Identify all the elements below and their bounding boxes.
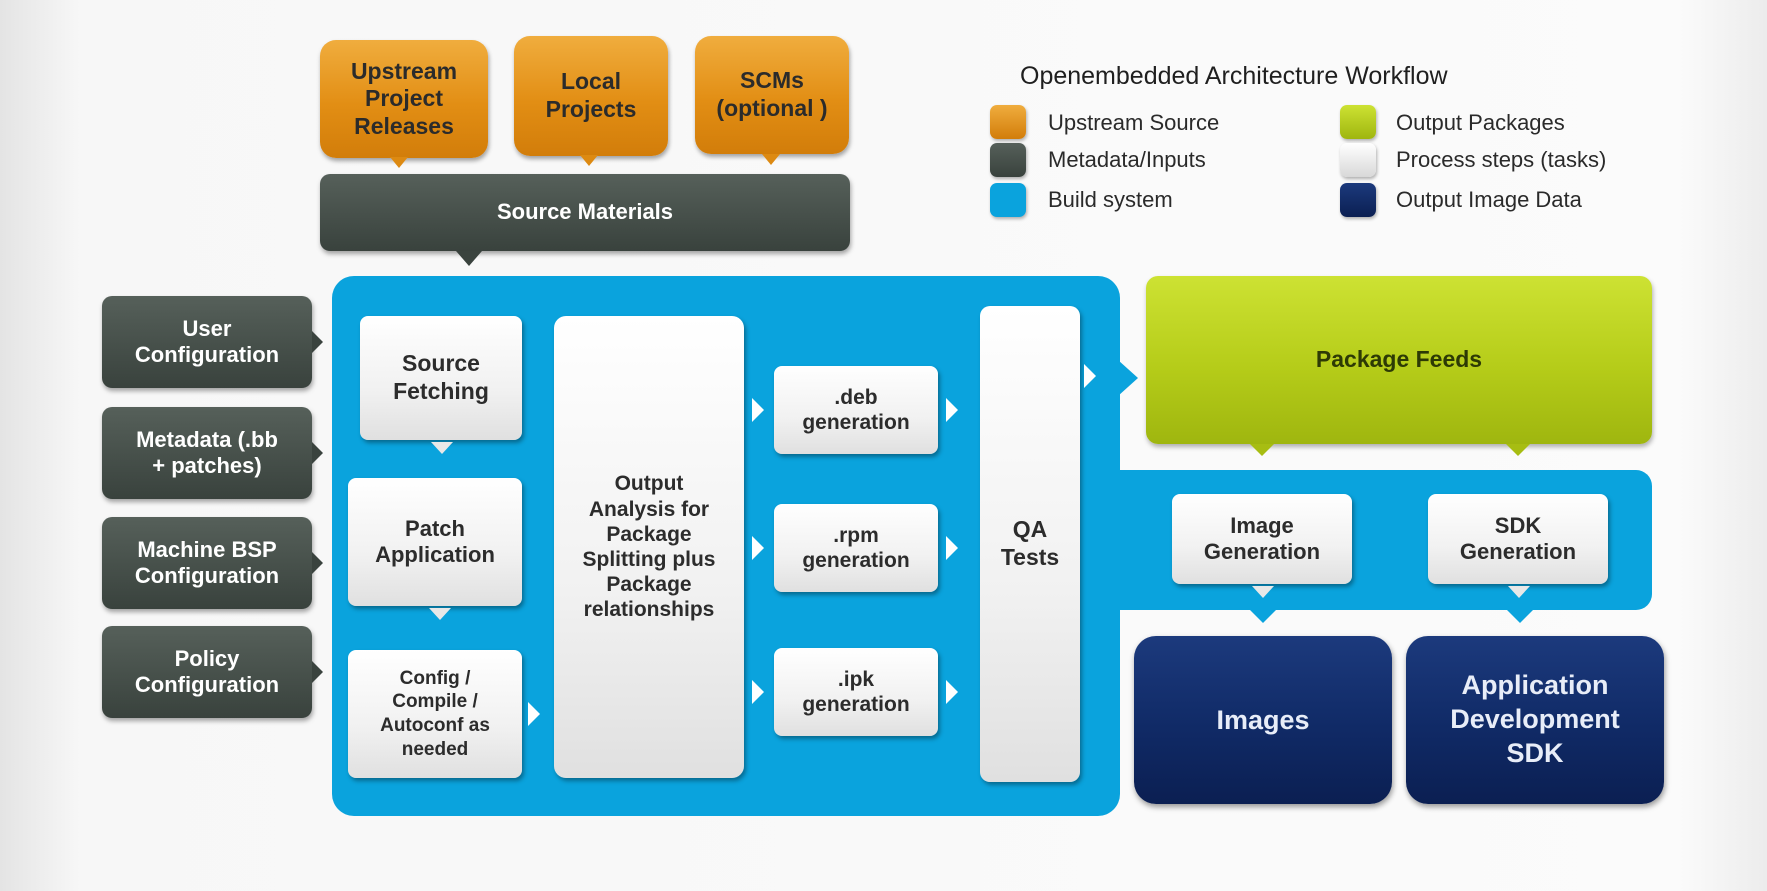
output-images: Images [1134, 636, 1392, 804]
arrow-band-to-images [1250, 610, 1276, 623]
legend-swatch-output-packages [1340, 105, 1376, 139]
arrow-local-down [580, 155, 598, 166]
legend-swatch-build-system [990, 183, 1026, 217]
source-scms-optional: SCMs (optional ) [695, 36, 849, 154]
step-source-fetching: Source Fetching [360, 316, 522, 440]
arrow-image-gen-down [1252, 586, 1274, 598]
legend-swatch-metadata [990, 143, 1026, 177]
step-config-compile: Config / Compile / Autoconf as needed [348, 650, 522, 778]
legend-swatch-upstream [990, 105, 1026, 139]
legend-label-metadata: Metadata/Inputs [1048, 147, 1206, 172]
arrow-policy-right [312, 661, 323, 683]
arrow-ipk-to-qa [946, 680, 958, 704]
arrow-analysis-to-deb [752, 398, 764, 422]
step-sdk-generation: SDK Generation [1428, 494, 1608, 584]
arrow-analysis-to-rpm [752, 536, 764, 560]
arrow-qa-out [1084, 364, 1096, 388]
arrow-config-to-analysis [528, 702, 540, 726]
legend-label-output-packages: Output Packages [1396, 110, 1565, 135]
arrow-sdk-gen-down [1508, 586, 1530, 598]
legend-swatch-process-steps [1340, 143, 1376, 177]
input-policy-configuration: Policy Configuration [102, 626, 312, 718]
step-qa-tests: QA Tests [980, 306, 1080, 782]
legend-label-build-system: Build system [1048, 187, 1173, 212]
arrow-feeds-to-image-gen [1250, 444, 1274, 456]
arrow-build-to-feeds [1118, 360, 1138, 396]
arrow-patch-to-config [429, 608, 451, 620]
arrow-upstream-down [390, 157, 408, 168]
arrow-feeds-to-sdk-gen [1506, 444, 1530, 456]
arrow-fetch-to-patch [431, 442, 453, 454]
step-ipk-generation: .ipk generation [774, 648, 938, 736]
legend: Upstream Source Metadata/Inputs Build sy… [990, 105, 1670, 225]
legend-swatch-output-image [1340, 183, 1376, 217]
legend-label-output-image: Output Image Data [1396, 187, 1582, 212]
step-deb-generation: .deb generation [774, 366, 938, 454]
arrow-deb-to-qa [946, 398, 958, 422]
arrow-rpm-to-qa [946, 536, 958, 560]
arrow-machine-bsp-right [312, 552, 323, 574]
source-local-projects: Local Projects [514, 36, 668, 156]
diagram-title: Openembedded Architecture Workflow [1020, 62, 1448, 90]
arrow-scms-down [762, 154, 780, 165]
step-rpm-generation: .rpm generation [774, 504, 938, 592]
step-patch-application: Patch Application [348, 478, 522, 606]
arrow-source-materials-down [456, 251, 482, 266]
step-output-analysis: Output Analysis for Package Splitting pl… [554, 316, 744, 778]
input-machine-bsp: Machine BSP Configuration [102, 517, 312, 609]
input-user-configuration: User Configuration [102, 296, 312, 388]
output-package-feeds: Package Feeds [1146, 276, 1652, 444]
arrow-band-to-sdk [1507, 610, 1533, 623]
arrow-user-config-right [312, 331, 323, 353]
source-materials-bar: Source Materials [320, 174, 850, 251]
source-upstream-releases: Upstream Project Releases [320, 40, 488, 158]
legend-label-process-steps: Process steps (tasks) [1396, 147, 1607, 172]
legend-label-upstream: Upstream Source [1048, 110, 1220, 135]
output-app-dev-sdk: Application Development SDK [1406, 636, 1664, 804]
arrow-metadata-right [312, 442, 323, 464]
arrow-analysis-to-ipk [752, 680, 764, 704]
input-metadata: Metadata (.bb + patches) [102, 407, 312, 499]
step-image-generation: Image Generation [1172, 494, 1352, 584]
